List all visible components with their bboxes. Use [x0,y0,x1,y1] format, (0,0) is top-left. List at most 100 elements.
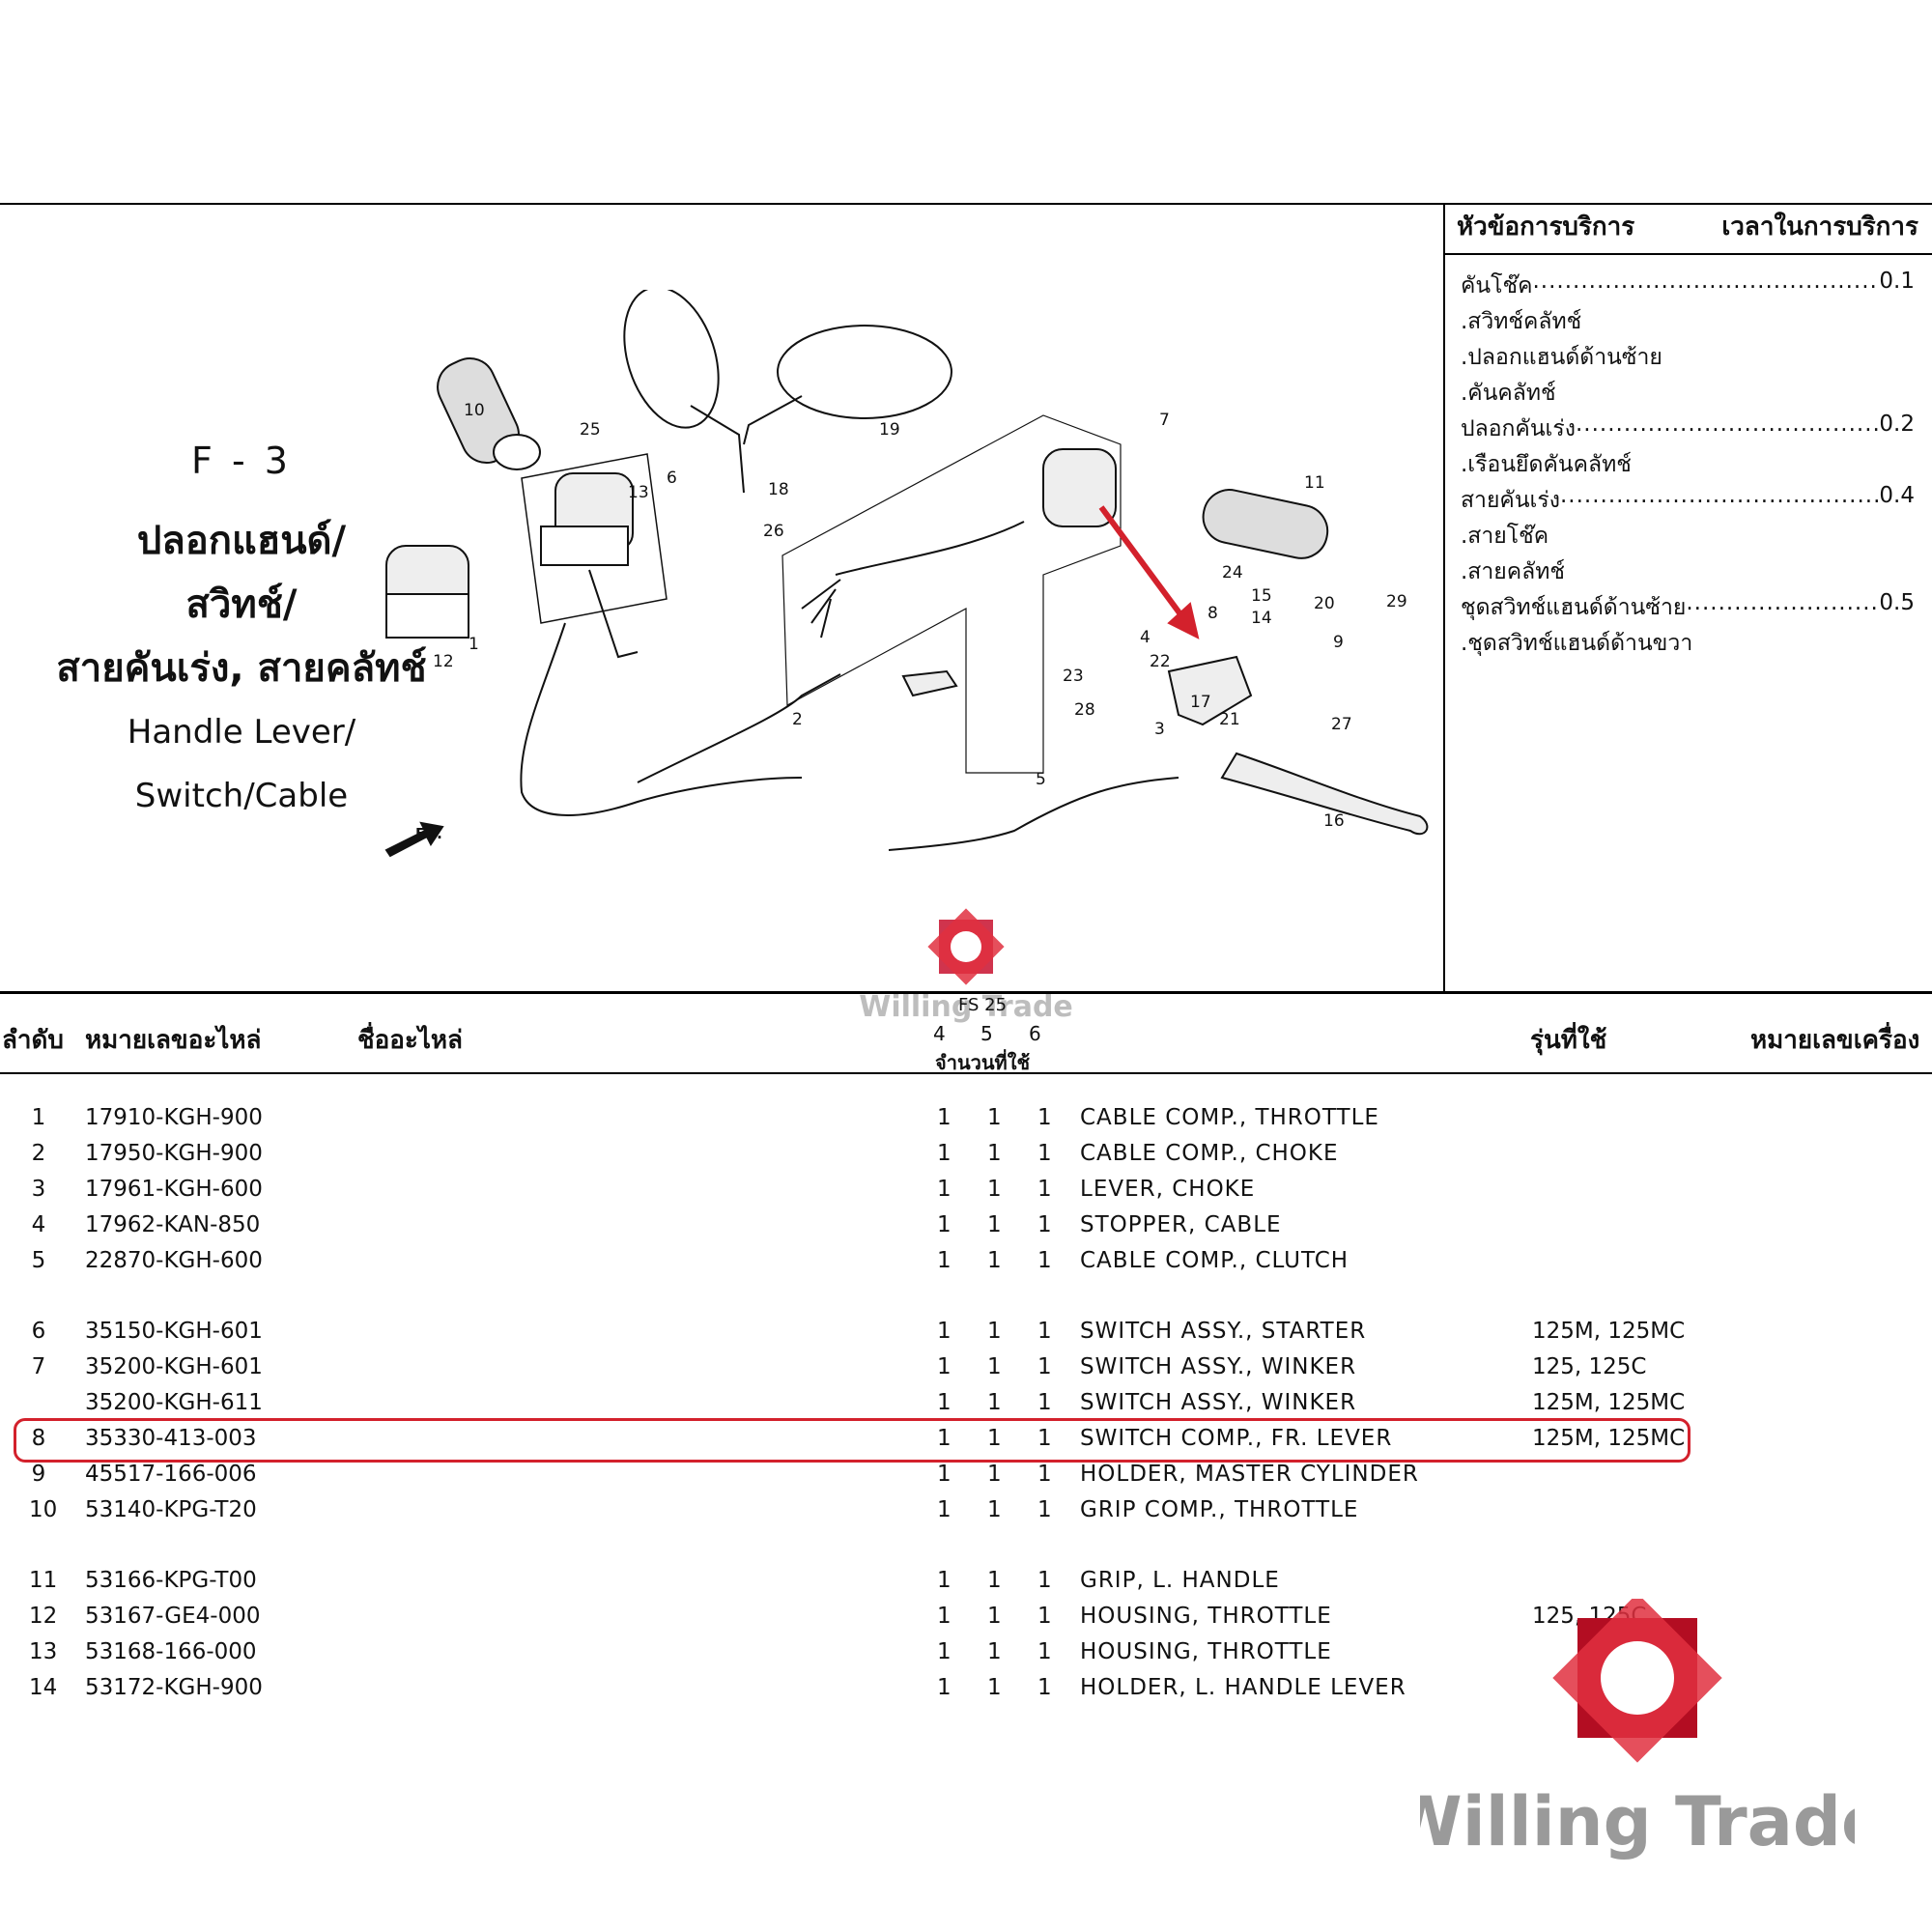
service-item-label: .เรือนยึดคันคลัทช์ [1461,452,1632,477]
right-grip-11 [1202,489,1329,559]
callout-15: 15 [1251,586,1272,606]
title-th-line-2: สวิทช์/ [185,582,298,627]
service-item: สายคันเร่ง 0.4 [1461,483,1915,516]
part-name-en: SWITCH ASSY., WINKER [1080,1390,1357,1415]
qty-col-2: 1 [987,1248,1002,1273]
qty-col-2: 1 [987,1639,1002,1664]
callout-29: 29 [1386,592,1407,611]
highlight-row-frame [14,1418,1690,1463]
qty-col-1: 1 [937,1462,952,1487]
callout-18: 18 [768,480,789,499]
qty-col-3: 1 [1037,1141,1052,1166]
service-item: .สายคลัทช์ [1461,554,1915,587]
qty-col-2: 1 [987,1568,1002,1593]
front-label: FR. [415,825,442,842]
qty-col-3: 1 [1037,1390,1052,1415]
part-name-en: CABLE COMP., CHOKE [1080,1141,1339,1166]
qty-col-3: 1 [1037,1354,1052,1379]
watermark-logo: Willing Trade [1420,1599,1855,1861]
service-item: .ชุดสวิทช์แฮนด์ด้านขวา [1461,626,1915,659]
part-name-en: LEVER, CHOKE [1080,1177,1256,1202]
lever-holder-14 [1167,655,1253,726]
qty-col-3: 1 [1037,1497,1052,1522]
part-number: 17910-KGH-900 [85,1105,263,1130]
qty-col-2: 1 [987,1497,1002,1522]
row-no: 9 [31,1462,46,1487]
service-item-label: .สวิทช์คลัทช์ [1461,309,1582,334]
part-number: 35150-KGH-601 [85,1319,263,1344]
qty-col-1: 1 [937,1568,952,1593]
service-item-leader [1686,590,1879,623]
service-item-label: .ปลอกแฮนด์ด้านซ้าย [1461,345,1662,370]
part-name-en: HOUSING, THROTTLE [1080,1604,1332,1629]
part-number: 17962-KAN-850 [85,1212,261,1237]
service-item-time: 0.5 [1879,590,1915,615]
service-item-label: .สายคลัทช์ [1461,559,1565,584]
qty-col-2: 1 [987,1141,1002,1166]
qty-col-1: 1 [937,1141,952,1166]
qty-col-1: 1 [937,1212,952,1237]
qty-col-1: 1 [937,1248,952,1273]
top-border [0,203,1932,205]
service-item-time: 0.4 [1879,483,1915,508]
switch-assy-7 [801,448,1117,639]
title-en-line-2: Switch/Cable [134,777,349,815]
service-divider [1443,203,1445,993]
qty-col-3: 1 [1037,1675,1052,1700]
callout-2: 2 [792,710,803,729]
header-q1: 4 [933,1022,946,1045]
header-engine-no: หมายเลขเครื่อง [1750,1026,1920,1055]
service-item-label: สายคันเร่ง [1461,488,1560,513]
part-number: 35200-KGH-601 [85,1354,263,1379]
service-header-topic: หัวข้อการบริการ [1457,213,1635,242]
qty-col-1: 1 [937,1105,952,1130]
part-number: 35200-KGH-611 [85,1390,263,1415]
qty-col-3: 1 [1037,1319,1052,1344]
mirror-left-18 [623,290,745,494]
qty-col-2: 1 [987,1319,1002,1344]
front-arrow-icon [384,821,444,858]
callout-10: 10 [464,401,485,420]
header-fs: FS 25 [958,995,1008,1015]
row-no: 3 [31,1177,46,1202]
header-q3: 6 [1029,1022,1041,1045]
callout-9: 9 [1333,633,1344,652]
callout-7: 7 [1159,411,1170,430]
applicable-model: 125, 125C [1532,1354,1647,1379]
choke-cable-2 [637,673,841,783]
section-code: F - 3 [191,440,292,482]
qty-col-1: 1 [937,1426,952,1451]
part-name-en: SWITCH ASSY., WINKER [1080,1354,1357,1379]
watermark-text-small: Willing Trade [859,990,1073,1024]
part-name-en: HOLDER, MASTER CYLINDER [1080,1462,1419,1487]
service-item-time: 0.2 [1879,412,1915,437]
part-name-en: SWITCH COMP., FR. LEVER [1080,1426,1393,1451]
callout-16: 16 [1323,811,1345,831]
section-title: F - 3 ปลอกแฮนด์/ สวิทช์/ สายคันเร่ง, สาย… [39,440,444,828]
qty-col-1: 1 [937,1177,952,1202]
part-number: 17961-KGH-600 [85,1177,263,1202]
service-header-rule [1443,253,1932,255]
service-item: .เรือนยึดคันคลัทช์ [1461,447,1915,480]
service-item-leader [1532,269,1879,301]
callout-6: 6 [667,469,677,488]
callout-26: 26 [763,522,784,541]
table-header-rule [0,1072,1932,1074]
clutch-cable-5 [888,777,1179,851]
row-no: 10 [29,1497,58,1522]
part-number: 53166-KPG-T00 [85,1568,257,1593]
callout-28: 28 [1074,700,1095,720]
callout-13: 13 [628,483,649,502]
qty-col-3: 1 [1037,1177,1052,1202]
qty-col-3: 1 [1037,1604,1052,1629]
row-no: 8 [31,1426,46,1451]
row-no: 2 [31,1141,46,1166]
service-header: หัวข้อการบริการ เวลาในการบริการ [1457,207,1918,246]
